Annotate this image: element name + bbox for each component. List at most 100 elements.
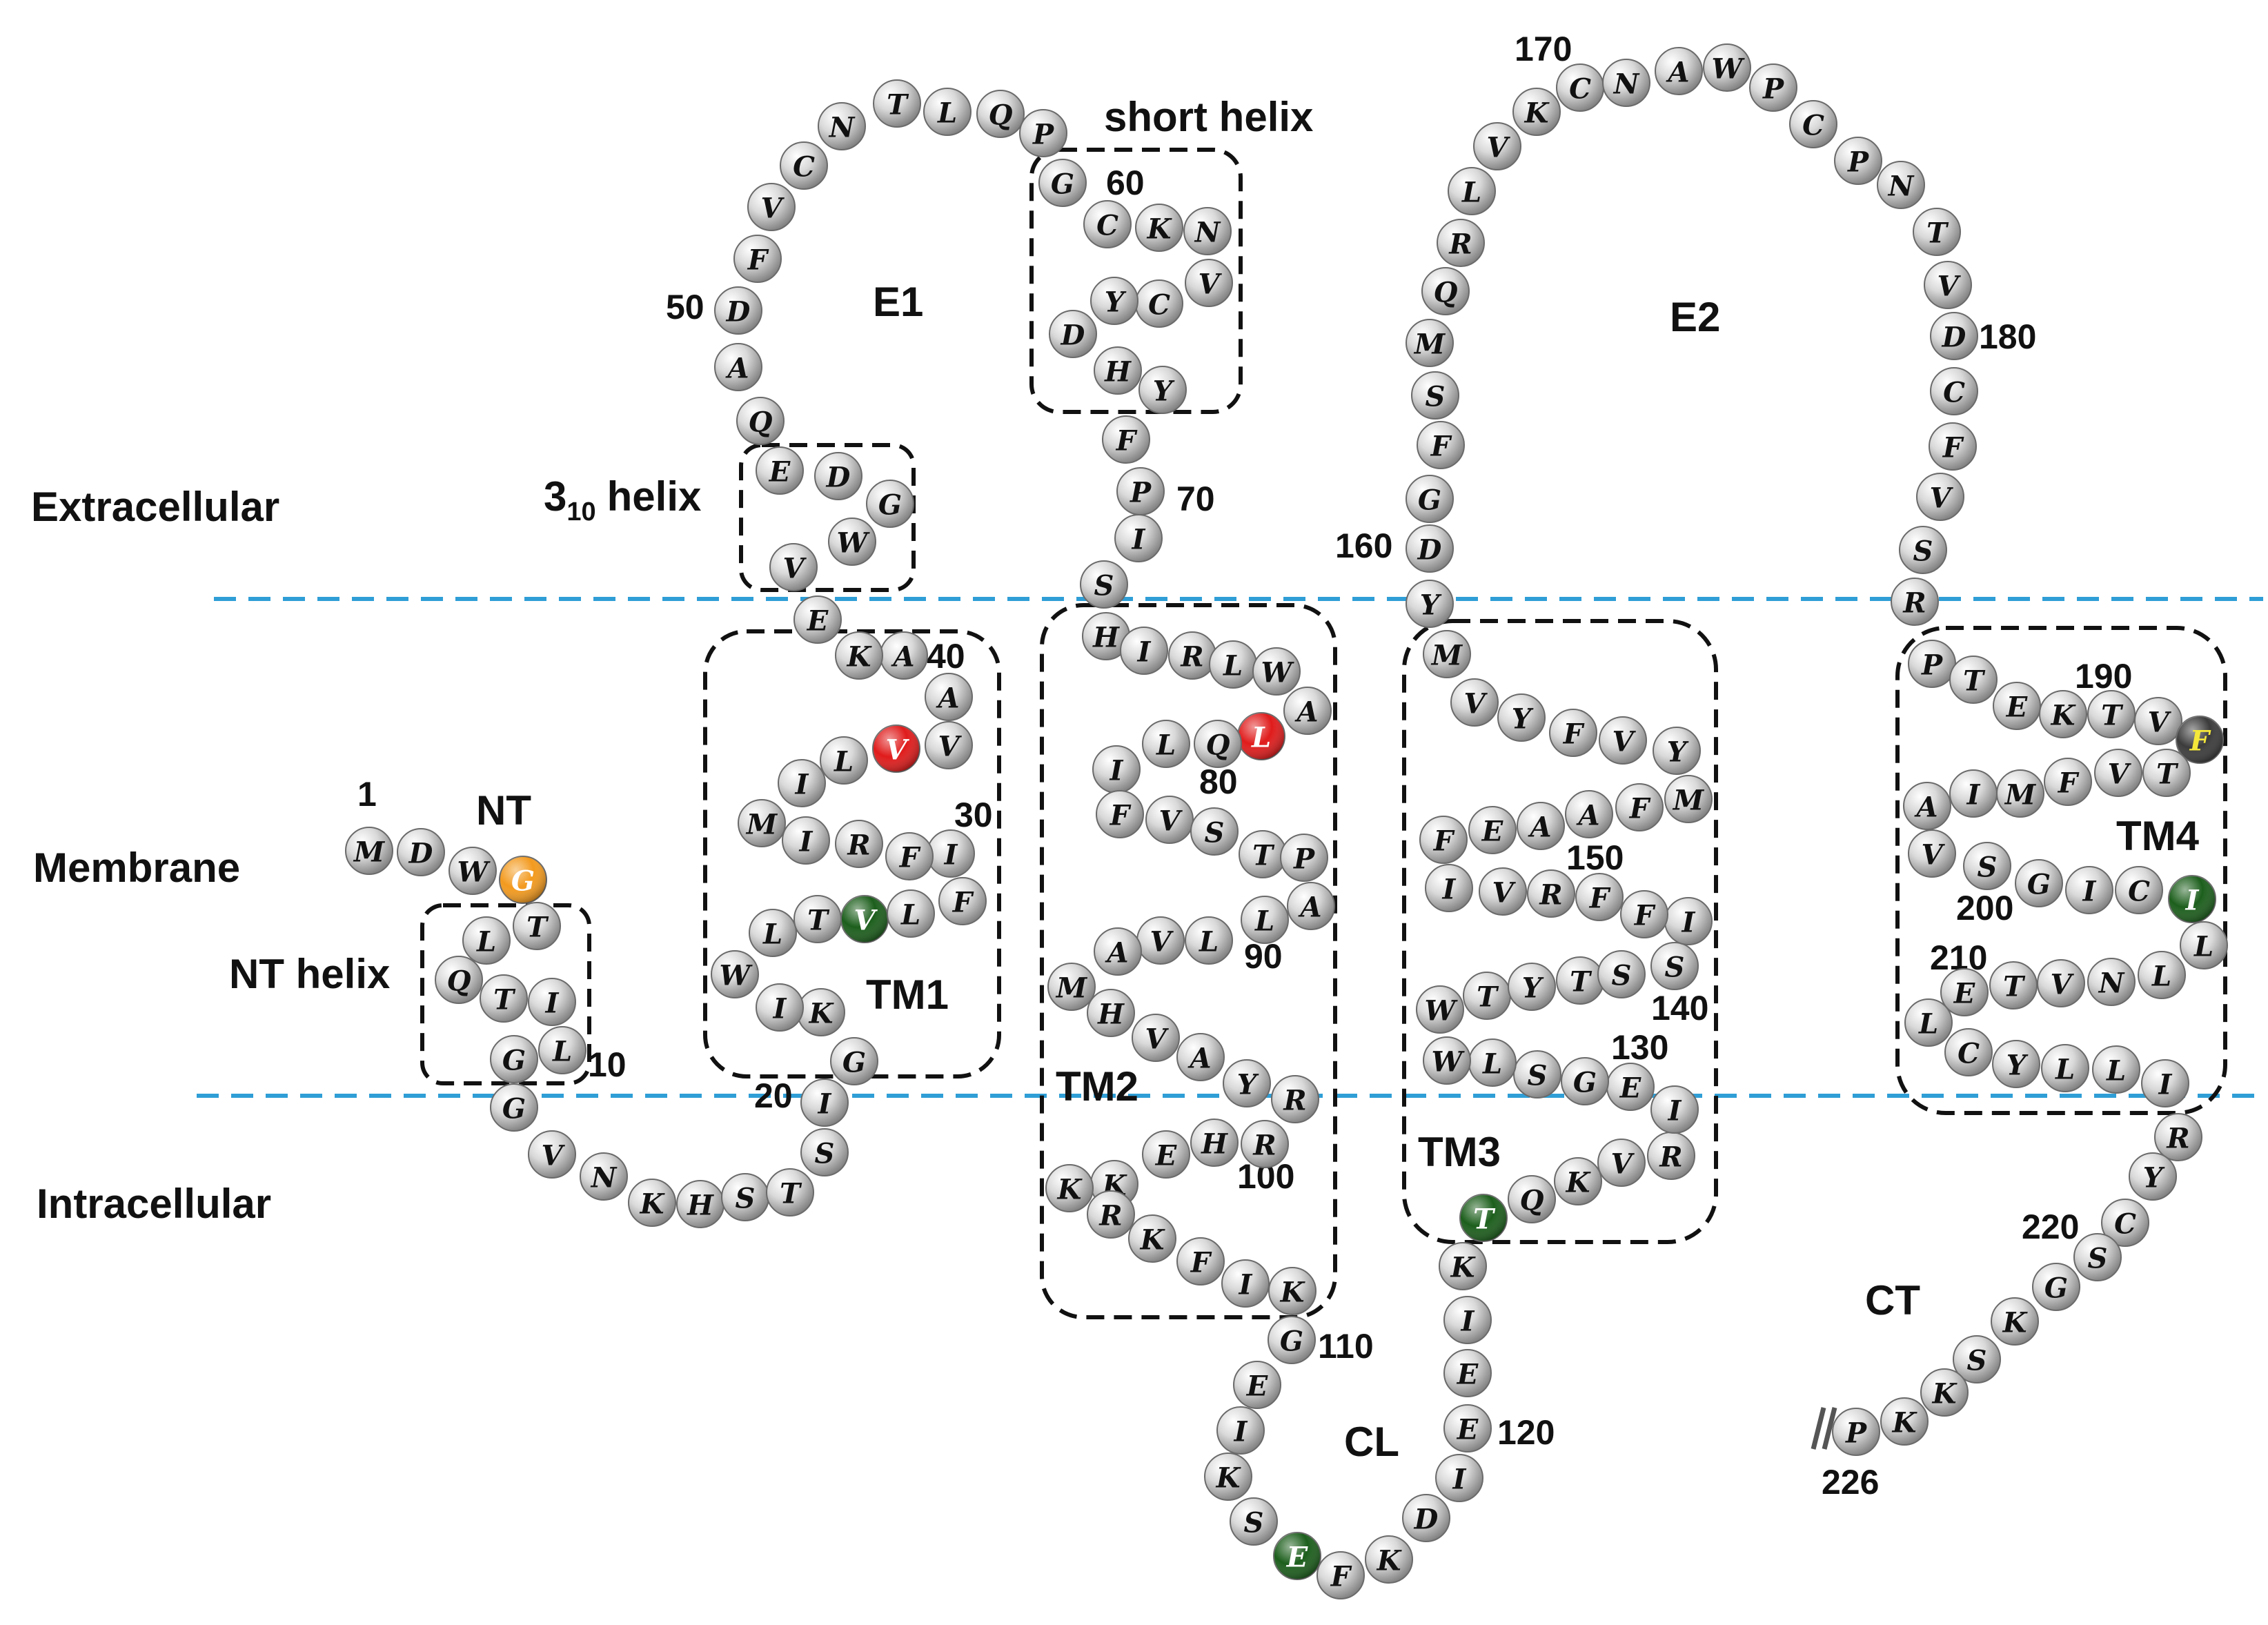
residue-56-bead — [923, 88, 972, 136]
residue-99: R — [1241, 1120, 1289, 1168]
residue-174: C — [1789, 100, 1837, 148]
residue-157: M — [1423, 630, 1471, 678]
residue-201: I — [2065, 866, 2113, 914]
residue-9: I — [528, 978, 576, 1026]
residue-151-letter: M — [1672, 785, 1705, 817]
residue-193: V — [2094, 749, 2142, 797]
residue-123: T — [1459, 1194, 1508, 1242]
residue-188: K — [2039, 690, 2087, 738]
residue-69: F — [1102, 415, 1150, 464]
residue-197-letter: A — [1913, 791, 1937, 824]
residue-105-letter: K — [1140, 1224, 1166, 1257]
residue-45: G — [866, 480, 914, 528]
residue-16-letter: H — [687, 1190, 714, 1222]
residue-118-letter: I — [1452, 1464, 1467, 1496]
residue-158-bead — [1406, 580, 1454, 628]
residue-42-letter: E — [807, 605, 829, 638]
residue-112-bead — [1204, 1452, 1252, 1501]
residue-41: K — [835, 631, 883, 680]
residue-131-letter: S — [1528, 1060, 1548, 1092]
residue-4: G — [499, 856, 547, 904]
residue-180: C — [1930, 367, 1978, 415]
residue-112: K — [1204, 1452, 1252, 1501]
residue-132: L — [1468, 1038, 1517, 1087]
residue-14-letter: N — [590, 1162, 618, 1194]
residue-186: T — [1949, 656, 1998, 704]
residue-6-letter: L — [476, 926, 496, 958]
residue-184-bead — [1891, 578, 1939, 626]
residue-196-letter: I — [1966, 779, 1981, 811]
residue-39: A — [925, 673, 973, 721]
residue-32: R — [835, 820, 883, 868]
residue-94: H — [1087, 989, 1135, 1037]
residue-19-bead — [800, 1128, 849, 1176]
residue-41-letter: K — [847, 641, 873, 673]
residue-213-bead — [2041, 1044, 2089, 1092]
residue-122-letter: K — [1450, 1252, 1477, 1284]
residue-79-letter: L — [1251, 722, 1271, 754]
residue-13: V — [528, 1130, 576, 1179]
residue-129-letter: E — [1619, 1072, 1641, 1105]
residue-77: W — [1252, 647, 1301, 696]
residue-224-letter: K — [1892, 1407, 1918, 1439]
residue-224: K — [1880, 1397, 1929, 1446]
residue-26: T — [793, 895, 842, 943]
residue-199-bead — [1963, 842, 2011, 890]
residue-127-letter: R — [1659, 1141, 1682, 1174]
residue-88: A — [1287, 882, 1335, 930]
residue-218-letter: C — [2114, 1208, 2136, 1241]
residue-147-letter: E — [1481, 816, 1503, 848]
residue-21-bead — [830, 1037, 878, 1085]
residue-57: Q — [976, 90, 1025, 138]
residue-210-bead — [1904, 998, 1953, 1047]
residue-34: M — [738, 799, 786, 847]
residue-133: W — [1423, 1036, 1471, 1085]
residue-37-letter: V — [885, 734, 909, 767]
residue-170-letter: N — [1613, 68, 1640, 101]
residue-109: G — [1268, 1316, 1316, 1364]
residue-7-letter: Q — [447, 965, 471, 998]
short-helix-label: short helix — [1104, 94, 1313, 140]
residue-42-bead — [793, 595, 842, 644]
num-label-200: 200 — [1956, 889, 2013, 927]
residue-74-letter: I — [1137, 636, 1152, 669]
residue-121-bead — [1443, 1296, 1492, 1344]
residue-154: F — [1549, 709, 1597, 757]
residue-38-bead — [925, 721, 973, 769]
residue-95-letter: V — [1145, 1023, 1169, 1056]
residue-153-bead — [1599, 716, 1647, 765]
residue-116-letter: K — [1377, 1545, 1403, 1577]
residue-68-bead — [1138, 366, 1187, 414]
residue-23-bead — [756, 983, 804, 1032]
residue-18-letter: T — [780, 1178, 802, 1210]
residue-214: L — [2092, 1045, 2140, 1094]
residue-2-letter: D — [408, 838, 433, 870]
residue-50: D — [714, 286, 762, 335]
residue-189-bead — [2087, 690, 2136, 738]
residue-214-bead — [2092, 1045, 2140, 1094]
residue-103-letter: K — [1057, 1174, 1083, 1206]
tm3-label: TM3 — [1418, 1129, 1501, 1175]
residue-83-letter: F — [1110, 800, 1132, 832]
residue-183-bead — [1899, 526, 1947, 574]
residue-85-bead — [1190, 807, 1239, 856]
residue-75-letter: R — [1180, 641, 1203, 673]
residue-15: K — [628, 1179, 676, 1227]
cl-label: CL — [1344, 1419, 1399, 1465]
residue-127: R — [1647, 1132, 1695, 1180]
residue-58-letter: P — [1032, 119, 1055, 151]
residue-155-letter: Y — [1512, 703, 1534, 736]
residue-171-letter: A — [1665, 57, 1689, 89]
residue-161: F — [1417, 421, 1465, 469]
residue-131: S — [1513, 1050, 1561, 1099]
residue-58-bead — [1019, 109, 1067, 157]
residue-48-letter: Q — [749, 406, 773, 439]
residue-59-bead — [1038, 159, 1087, 207]
residue-79: L — [1237, 712, 1285, 760]
residue-101: E — [1142, 1130, 1190, 1179]
residue-32-letter: R — [847, 829, 870, 862]
helix-310-box — [739, 443, 916, 592]
residue-159-letter: D — [1417, 534, 1442, 567]
residue-216-letter: R — [2166, 1123, 2189, 1155]
num-label-40: 40 — [927, 637, 965, 676]
